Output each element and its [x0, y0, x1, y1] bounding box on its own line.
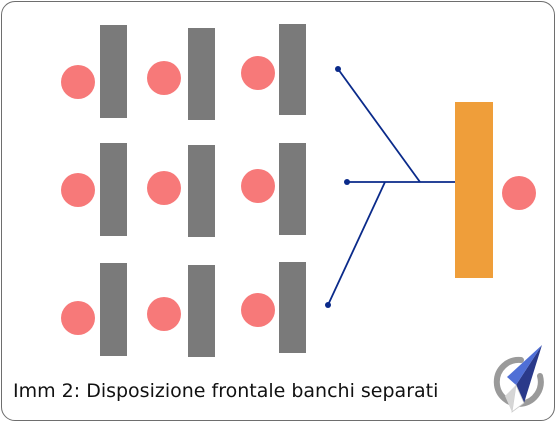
student-station [147, 145, 215, 237]
student-seat [61, 301, 95, 335]
connector-dot-upper [335, 66, 341, 72]
connector-upper [337, 68, 421, 183]
student-station [241, 24, 306, 115]
teacher-station [455, 102, 536, 278]
student-desk [100, 263, 127, 356]
student-desk [100, 25, 127, 118]
student-desk [279, 143, 306, 235]
connector-dot-middle [344, 179, 350, 185]
student-desk [100, 143, 127, 236]
student-seat [147, 297, 181, 331]
student-station [241, 262, 306, 353]
student-desk [188, 28, 215, 120]
student-seat [241, 293, 275, 327]
student-seat [147, 171, 181, 205]
student-desk [188, 145, 215, 237]
teacher-seat [502, 176, 536, 210]
student-station [61, 25, 127, 118]
student-seat [61, 65, 95, 99]
student-desk [188, 265, 215, 357]
student-station [241, 143, 306, 235]
student-station [147, 28, 215, 120]
student-seat [241, 169, 275, 203]
student-desk [279, 24, 306, 115]
connector-dot-lower [325, 302, 331, 308]
student-station [61, 143, 127, 236]
student-seat [147, 61, 181, 95]
teacher-desk [455, 102, 493, 278]
student-seat [241, 56, 275, 90]
connector-lines [327, 68, 455, 306]
figure-caption: Imm 2: Disposizione frontale banchi sepa… [13, 380, 439, 402]
compass-logo-icon [493, 345, 544, 413]
student-seat [61, 173, 95, 207]
student-station [147, 265, 215, 357]
student-station [61, 263, 127, 356]
connector-lower [327, 181, 386, 306]
student-desk [279, 262, 306, 353]
